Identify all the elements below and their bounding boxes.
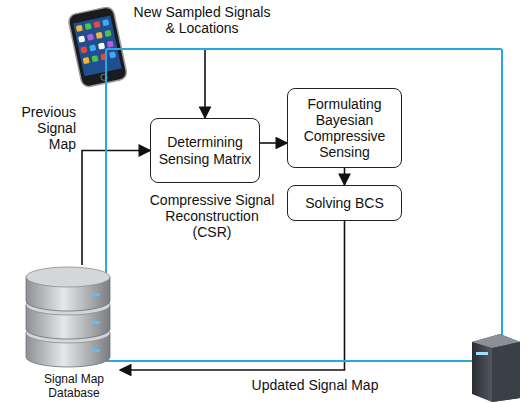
region-box: Compressive Signal Reconstruction (CSR) D… [105, 48, 503, 362]
box-label: Solving BCS [305, 195, 384, 211]
app-icon [80, 46, 87, 53]
server-body [472, 334, 520, 402]
icon-caption: New Sampled Signals & Locations [132, 4, 272, 36]
app-icon [87, 34, 94, 41]
region-label: Compressive Signal Reconstruction (CSR) [147, 192, 277, 240]
database-top [26, 267, 110, 287]
database-icon [18, 265, 130, 371]
phone-node: New Sampled Signals & Locations [62, 0, 277, 50]
flow-arrow [344, 168, 346, 185]
icon-caption: Signal Map Database [18, 373, 130, 401]
app-icon [76, 25, 83, 32]
server-icon [466, 332, 524, 402]
app-icon [93, 21, 100, 28]
server-side [492, 342, 520, 402]
database-light [92, 293, 100, 296]
app-icon [91, 55, 98, 62]
flow-arrow [260, 142, 287, 144]
process-box: Formulating Bayesian Compressive Sensing [287, 88, 402, 168]
app-icon [98, 43, 105, 50]
app-icon [85, 23, 92, 30]
app-icon [83, 57, 90, 64]
app-icon [104, 30, 111, 37]
app-icon [89, 44, 96, 51]
flow-arrow [204, 50, 206, 118]
app-icon [78, 36, 85, 43]
app-icon [102, 19, 109, 26]
database-light [92, 321, 100, 324]
app-icon [107, 41, 114, 48]
app-icon [96, 32, 103, 39]
database-light [92, 349, 100, 352]
phone-screen [73, 16, 121, 77]
process-box: Solving BCS [287, 185, 402, 221]
process-box: Determining Sensing Matrix [150, 118, 260, 183]
box-label: Formulating Bayesian Compressive Sensing [292, 96, 397, 160]
database-node: Signal Map Database [18, 265, 130, 401]
box-label: Determining Sensing Matrix [155, 134, 255, 166]
edge-label: Updated Signal Map [240, 377, 390, 393]
phone-body [67, 6, 127, 88]
edge-label: Previous Signal Map [6, 104, 76, 152]
flow-arrow [82, 151, 150, 266]
app-icon [109, 51, 116, 58]
flow-arrow [120, 221, 345, 370]
server-light [476, 352, 488, 355]
phone-icon [62, 4, 132, 86]
